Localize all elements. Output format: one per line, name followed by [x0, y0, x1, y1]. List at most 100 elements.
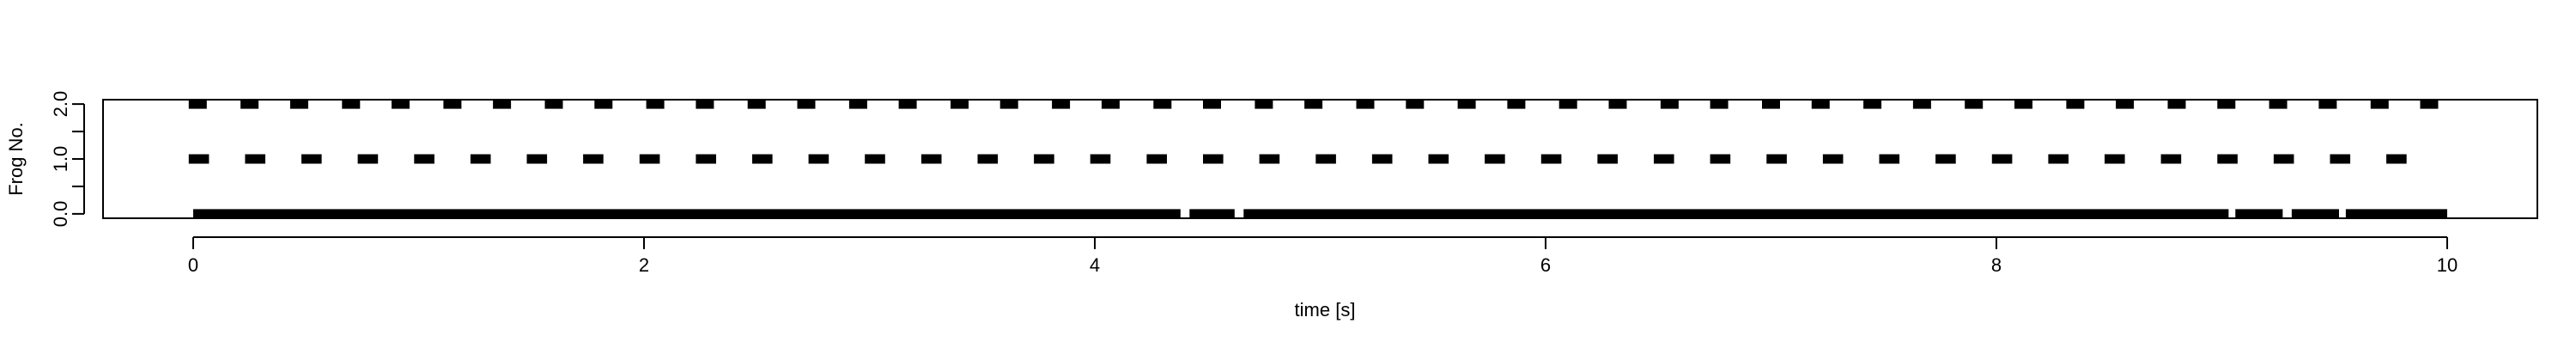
call-segment-frog-1-0: [188, 154, 210, 164]
call-segment-frog-2-40: [2217, 99, 2236, 109]
call-segment-frog-2-13: [848, 99, 867, 109]
call-segment-frog-0-2: [1243, 209, 2229, 219]
call-segment-frog-2-16: [999, 99, 1018, 109]
y-axis: 0.0 1.0 2.0: [50, 91, 85, 228]
call-segment-frog-2-33: [1863, 99, 1882, 109]
call-segment-frog-1-27: [1710, 154, 1731, 164]
call-segment-frog-1-8: [639, 154, 660, 164]
call-segment-frog-1-5: [470, 154, 491, 164]
call-segment-frog-1-9: [696, 154, 716, 164]
call-segment-frog-2-32: [1811, 99, 1830, 109]
call-segment-frog-2-22: [1304, 99, 1323, 109]
call-segment-frog-2-1: [240, 99, 259, 109]
frog-series-2: [188, 99, 2439, 109]
call-segment-frog-1-21: [1371, 154, 1393, 164]
x-tick-label-1: 2: [639, 254, 649, 276]
call-segment-frog-1-3: [357, 154, 379, 164]
call-segment-frog-2-35: [1965, 99, 1984, 109]
call-segment-frog-1-24: [1540, 154, 1562, 164]
call-segment-frog-2-15: [951, 99, 969, 109]
call-segment-frog-2-43: [2370, 99, 2389, 109]
call-segment-frog-2-30: [1710, 99, 1728, 109]
call-segment-frog-1-36: [2217, 154, 2238, 164]
call-segment-frog-1-37: [2273, 154, 2294, 164]
call-segment-frog-1-33: [2048, 154, 2069, 164]
call-segment-frog-2-12: [797, 99, 816, 109]
x-tick-label-5: 10: [2437, 254, 2458, 276]
call-segment-frog-1-16: [1090, 154, 1111, 164]
call-segment-frog-2-18: [1101, 99, 1120, 109]
call-segment-frog-2-28: [1608, 99, 1627, 109]
call-segment-frog-2-3: [342, 99, 361, 109]
call-segment-frog-1-32: [1991, 154, 2013, 164]
call-segment-frog-1-11: [808, 154, 829, 164]
y-tick-label-0: 0.0: [50, 201, 71, 228]
frog-series-1: [188, 154, 2407, 164]
call-segment-frog-0-0: [193, 209, 1181, 219]
x-tick-label-3: 6: [1540, 254, 1551, 276]
call-segment-frog-2-19: [1153, 99, 1172, 109]
call-segment-frog-1-10: [752, 154, 773, 164]
call-segment-frog-2-31: [1762, 99, 1780, 109]
call-segment-frog-1-13: [920, 154, 942, 164]
call-segment-frog-0-5: [2345, 209, 2447, 219]
call-segment-frog-2-5: [443, 99, 462, 109]
call-segment-frog-1-31: [1935, 154, 1956, 164]
call-segment-frog-0-3: [2235, 209, 2283, 219]
call-segment-frog-1-1: [245, 154, 265, 164]
call-segment-frog-2-38: [2116, 99, 2135, 109]
call-segment-frog-1-26: [1654, 154, 1674, 164]
call-segment-frog-2-26: [1507, 99, 1526, 109]
x-tick-label-0: 0: [188, 254, 198, 276]
call-segment-frog-2-20: [1203, 99, 1221, 109]
call-segment-frog-2-27: [1558, 99, 1577, 109]
x-tick-label-4: 8: [1991, 254, 2002, 276]
call-segment-frog-1-19: [1259, 154, 1280, 164]
call-segment-frog-1-17: [1146, 154, 1167, 164]
call-segment-frog-1-35: [2160, 154, 2182, 164]
plot-frame: [102, 99, 2538, 219]
call-segment-frog-2-44: [2420, 99, 2439, 109]
call-segment-frog-2-2: [289, 99, 308, 109]
call-segment-frog-1-7: [583, 154, 604, 164]
call-segment-frog-2-24: [1406, 99, 1425, 109]
call-segment-frog-1-39: [2386, 154, 2407, 164]
call-segment-frog-2-37: [2066, 99, 2085, 109]
call-segment-frog-1-20: [1315, 154, 1336, 164]
call-segment-frog-1-25: [1597, 154, 1618, 164]
call-segment-frog-1-2: [301, 154, 322, 164]
call-segment-frog-2-0: [188, 99, 207, 109]
x-axis-title: time [s]: [1295, 299, 1356, 321]
call-segment-frog-2-21: [1255, 99, 1273, 109]
y-tick-label-1: 1.0: [50, 146, 71, 173]
y-tick-label-2: 2.0: [50, 91, 71, 118]
y-axis-title: Frog No.: [5, 122, 27, 196]
call-segment-frog-1-18: [1203, 154, 1224, 164]
call-segment-frog-1-4: [414, 154, 434, 164]
call-segment-frog-1-22: [1428, 154, 1449, 164]
call-segment-frog-2-9: [646, 99, 665, 109]
call-segment-frog-1-6: [526, 154, 548, 164]
call-segment-frog-2-4: [392, 99, 410, 109]
call-segment-frog-2-17: [1052, 99, 1071, 109]
call-segment-frog-1-38: [2330, 154, 2351, 164]
call-segment-frog-1-14: [977, 154, 999, 164]
call-segment-frog-2-34: [1912, 99, 1931, 109]
call-segment-frog-1-30: [1879, 154, 1900, 164]
call-segment-frog-2-10: [696, 99, 714, 109]
marks-layer: [188, 99, 2447, 219]
call-segment-frog-2-29: [1660, 99, 1679, 109]
call-segment-frog-2-41: [2269, 99, 2287, 109]
call-segment-frog-2-11: [747, 99, 766, 109]
frog-series-0: [193, 209, 2447, 219]
call-segment-frog-0-1: [1189, 209, 1235, 219]
call-segment-frog-1-34: [2105, 154, 2125, 164]
call-segment-frog-2-42: [2318, 99, 2337, 109]
call-segment-frog-1-23: [1485, 154, 1505, 164]
call-segment-frog-2-23: [1356, 99, 1375, 109]
call-segment-frog-2-39: [2167, 99, 2186, 109]
call-segment-frog-2-6: [493, 99, 512, 109]
